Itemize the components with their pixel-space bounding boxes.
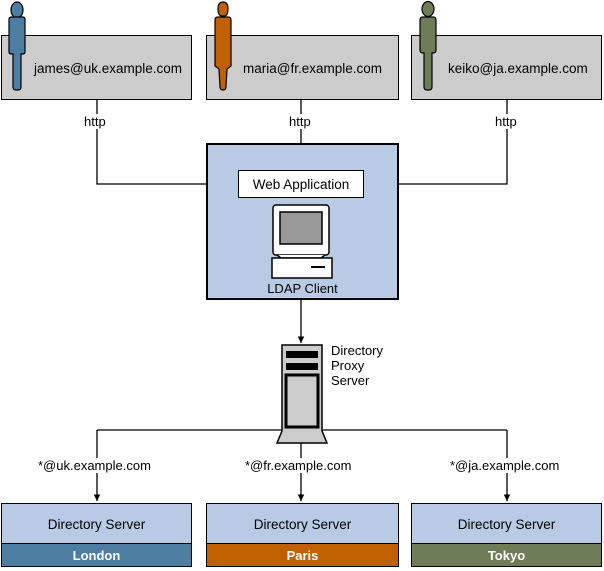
protocol-label-keiko: http [495, 114, 517, 129]
user-box-maria: maria@fr.example.com [206, 35, 399, 100]
directory-server-paris: Directory Server Paris [206, 503, 399, 567]
user-box-james: james@uk.example.com [1, 35, 192, 100]
protocol-label-james: http [84, 114, 106, 129]
protocol-label-maria: http [289, 114, 311, 129]
route-label-london: *@uk.example.com [38, 458, 151, 473]
proxy-label-line: Directory [331, 343, 384, 358]
computer-icon [271, 204, 333, 279]
city-label-london: London [2, 543, 191, 566]
directory-server-tokyo: Directory Server Tokyo [411, 503, 602, 567]
proxy-label-line: Proxy [331, 358, 365, 373]
directory-server-title: Directory Server [253, 517, 352, 532]
directory-server-london: Directory Server London [1, 503, 192, 567]
web-application-box: Web Application [238, 170, 364, 198]
directory-server-title: Directory Server [47, 517, 146, 532]
proxy-label-line: Server [331, 373, 370, 388]
directory-server-title: Directory Server [457, 517, 556, 532]
city-label-tokyo: Tokyo [412, 543, 601, 566]
user-box-keiko: keiko@ja.example.com [411, 35, 602, 100]
female-user-icon [214, 1, 232, 91]
route-label-paris: *@fr.example.com [245, 458, 352, 473]
ldap-client-label: LDAP Client [267, 281, 338, 296]
male-user-icon [8, 1, 26, 91]
user-email-maria: maria@fr.example.com [243, 61, 382, 76]
female-user-icon [419, 0, 437, 91]
user-email-keiko: keiko@ja.example.com [448, 61, 588, 76]
route-label-tokyo: *@ja.example.com [450, 458, 560, 473]
user-email-james: james@uk.example.com [34, 61, 183, 76]
city-label-paris: Paris [207, 543, 398, 566]
proxy-server-label: Directory Proxy Server [331, 343, 383, 388]
server-tower-icon [276, 344, 328, 444]
